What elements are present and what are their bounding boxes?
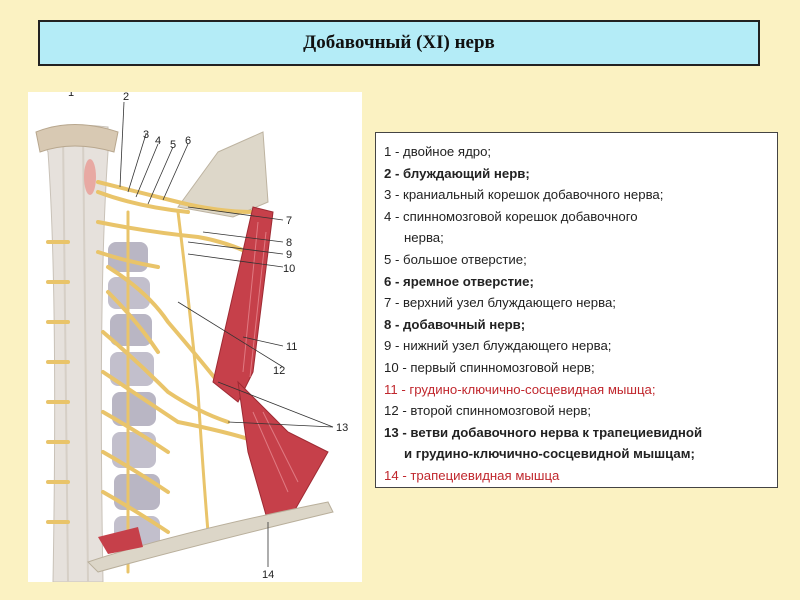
legend-item-10: 10 - первый спинномозговой нерв; (384, 359, 595, 375)
legend-item-11: 11 - грудино-ключично-сосцевидная мышца; (384, 381, 656, 397)
scm-muscle (212, 206, 274, 403)
nerve-diagram: 1 2 3 4 5 6 7 8 9 10 11 12 13 14 (28, 92, 362, 582)
legend-item-5: 5 - большое отверстие; (384, 251, 527, 267)
legend-box: 1 - двойное ядро; 2 - блуждающий нерв; 3… (375, 132, 778, 488)
legend-item-13: 13 - ветви добавочного нерва к трапециев… (384, 424, 703, 440)
page-title: Добавочный (XI) нерв (303, 32, 495, 53)
legend-item-14: 14 - трапециевидная мышца (384, 467, 560, 483)
legend-item-1: 1 - двойное ядро; (384, 144, 492, 159)
label-2: 2 (123, 92, 129, 103)
label-1: 1 (68, 92, 74, 99)
label-4: 4 (155, 135, 161, 147)
label-9: 9 (286, 249, 292, 261)
legend-item-2: 2 - блуждающий нерв; (384, 165, 530, 181)
label-13: 13 (336, 422, 348, 434)
legend-item-8: 8 - добавочный нерв; (384, 316, 526, 332)
label-7: 7 (286, 215, 292, 227)
label-8: 8 (286, 237, 292, 249)
title-box: Добавочный (XI) нерв (38, 20, 760, 66)
label-3: 3 (143, 129, 149, 141)
legend-item-12: 12 - второй спинномозговой нерв; (384, 403, 592, 419)
label-6: 6 (185, 135, 191, 147)
legend-item-13-cont: и грудино-ключично-сосцевидной мышцам; (404, 446, 695, 462)
legend-item-9: 9 - нижний узел блуждающего нерва; (384, 338, 612, 354)
label-14: 14 (262, 569, 274, 581)
anatomy-illustration: 1 2 3 4 5 6 7 8 9 10 11 12 13 14 (28, 92, 362, 582)
legend-item-4-cont: нерва; (404, 230, 444, 246)
legend-item-6: 6 - яремное отверстие; (384, 273, 534, 289)
label-12: 12 (273, 365, 285, 377)
nerve-branches (46, 180, 260, 574)
legend-item-4: 4 - спинномозговой корешок добавочного (384, 208, 638, 224)
legend-item-3: 3 - краниальный корешок добавочного нерв… (384, 187, 664, 203)
label-5: 5 (170, 139, 176, 151)
label-10: 10 (283, 263, 295, 275)
legend-item-7: 7 - верхний узел блуждающего нерва; (384, 295, 616, 311)
label-11: 11 (286, 341, 297, 353)
